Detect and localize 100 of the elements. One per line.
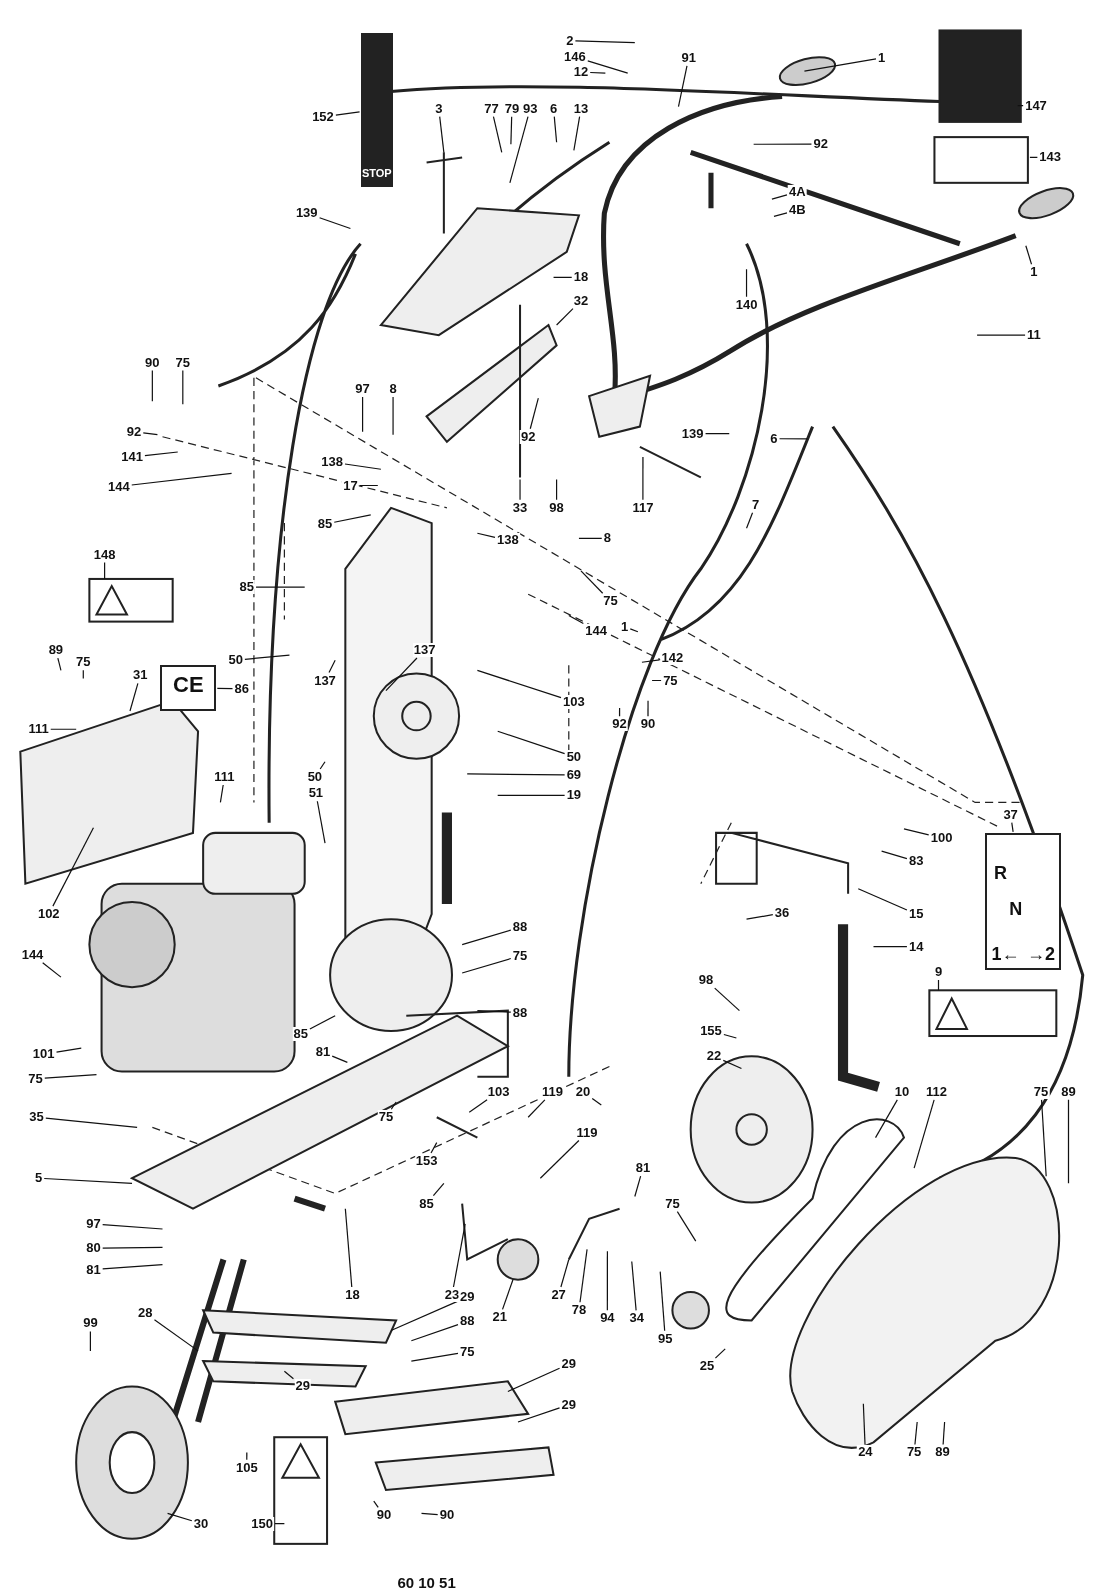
callout-number: 75 xyxy=(1032,1084,1050,1099)
leader-line xyxy=(578,537,603,539)
leader-line xyxy=(244,654,291,660)
leader-line xyxy=(574,40,636,44)
callout-number: 90 xyxy=(144,355,161,370)
callout-number: 85 xyxy=(418,1196,435,1211)
leader-line xyxy=(309,1015,336,1030)
callout-number: 147 xyxy=(1024,98,1048,113)
decal: CE xyxy=(160,665,217,711)
callout-number: 77 xyxy=(483,101,500,116)
leader-line xyxy=(167,1512,193,1522)
leader-line xyxy=(439,116,445,153)
leader-line xyxy=(1029,156,1038,159)
leader-line xyxy=(476,1010,512,1013)
callout-number: 97 xyxy=(85,1216,102,1231)
leader-line xyxy=(461,957,512,974)
callout-number: 1 xyxy=(877,50,887,65)
leader-line xyxy=(432,1182,445,1197)
leader-line xyxy=(319,217,352,230)
callout-number: 95 xyxy=(657,1331,674,1346)
leader-line xyxy=(1067,1099,1070,1184)
callout-number: 144 xyxy=(584,623,609,638)
decal-text: R xyxy=(993,862,1007,884)
callout-number: 6 xyxy=(548,101,559,116)
leader-line xyxy=(714,1348,726,1359)
leader-line xyxy=(452,1223,466,1288)
callout-number: 148 xyxy=(92,547,117,562)
leader-line xyxy=(579,1248,588,1303)
leader-line xyxy=(753,143,813,145)
leader-line xyxy=(580,570,604,594)
leader-line xyxy=(913,1099,935,1169)
leader-line xyxy=(606,1250,608,1311)
leader-line xyxy=(344,1208,353,1288)
leader-line xyxy=(131,472,233,486)
leader-line xyxy=(359,484,379,487)
leader-line xyxy=(704,433,730,435)
callout-number: 155 xyxy=(699,1023,723,1038)
callout-number: 6 xyxy=(769,431,779,446)
leader-line xyxy=(745,268,748,298)
leader-line xyxy=(914,1421,918,1446)
leader-line xyxy=(507,1367,561,1393)
callout-number: 9 xyxy=(933,965,944,979)
leader-line xyxy=(556,478,558,501)
callout-number: 75 xyxy=(664,1196,681,1211)
leader-line xyxy=(43,1177,133,1184)
leader-line xyxy=(862,1403,866,1446)
leader-line xyxy=(591,1097,602,1106)
leader-line xyxy=(556,308,574,326)
callout-number: 13 xyxy=(572,101,590,116)
leader-line xyxy=(497,794,566,796)
leader-line xyxy=(714,987,741,1012)
callout-number: 117 xyxy=(631,500,655,515)
leader-line xyxy=(390,1101,397,1110)
callout-number: 98 xyxy=(548,500,565,515)
leader-line xyxy=(390,1300,459,1332)
leader-line xyxy=(57,657,62,671)
callout-number: 23 xyxy=(443,1288,461,1302)
callout-number: 153 xyxy=(414,1153,439,1168)
callout-number: 20 xyxy=(574,1084,592,1099)
leader-line xyxy=(461,929,512,946)
callout-number: 7 xyxy=(751,497,761,512)
callout-number: 92 xyxy=(611,717,628,732)
callout-number: 4A xyxy=(788,184,807,199)
leader-line xyxy=(519,478,521,501)
callout-number: 91 xyxy=(680,50,697,65)
leader-line xyxy=(82,669,84,680)
callout-number: 75 xyxy=(27,1071,44,1086)
callout-number: 142 xyxy=(660,651,685,666)
callout-number: 152 xyxy=(311,109,335,124)
leader-line xyxy=(151,370,153,402)
callout-number: 81 xyxy=(85,1262,102,1277)
callout-number: 92 xyxy=(125,424,143,439)
callout-number: 146 xyxy=(563,49,587,64)
callout-number: 75 xyxy=(662,673,679,688)
decal-text: 1← xyxy=(991,943,1020,965)
callout-number: 140 xyxy=(734,297,759,312)
leader-line xyxy=(501,1279,514,1310)
leader-line xyxy=(634,1175,642,1198)
callout-number: 150 xyxy=(250,1516,274,1531)
leader-line xyxy=(333,514,372,523)
callout-number: 100 xyxy=(929,830,954,845)
callout-number: 18 xyxy=(344,1288,361,1302)
leader-line xyxy=(392,396,394,436)
callout-number: 79 xyxy=(503,101,521,116)
leader-line xyxy=(102,1246,164,1249)
leader-line xyxy=(129,682,139,712)
leader-line xyxy=(89,1330,91,1352)
callout-number: 137 xyxy=(412,643,437,658)
callout-number: 85 xyxy=(292,1026,309,1041)
leader-line xyxy=(659,1271,666,1332)
callout-number: 75 xyxy=(459,1344,476,1359)
callout-number: 75 xyxy=(511,948,529,963)
leader-line xyxy=(745,914,774,920)
leader-line xyxy=(316,800,326,844)
leader-line xyxy=(903,828,930,836)
leader-line xyxy=(344,463,382,470)
callout-number: 111 xyxy=(213,770,236,784)
leader-line xyxy=(1011,822,1014,833)
leader-line xyxy=(773,212,788,217)
leader-line xyxy=(651,679,662,682)
